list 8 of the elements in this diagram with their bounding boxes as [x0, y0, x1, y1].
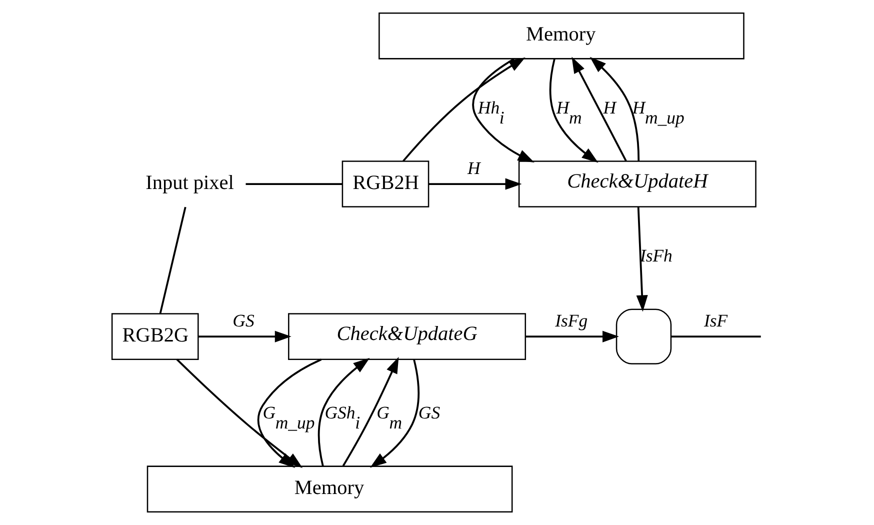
edge-label: GS — [232, 310, 254, 331]
edge-label: H — [603, 97, 616, 118]
node-text: Input pixel — [146, 172, 234, 194]
edge-label: IsF — [704, 310, 728, 331]
edge-label: IsFg — [555, 310, 588, 331]
edge-label: H — [467, 158, 480, 178]
edge-label: IsFh — [640, 245, 672, 266]
edge-label: GS — [418, 402, 440, 422]
